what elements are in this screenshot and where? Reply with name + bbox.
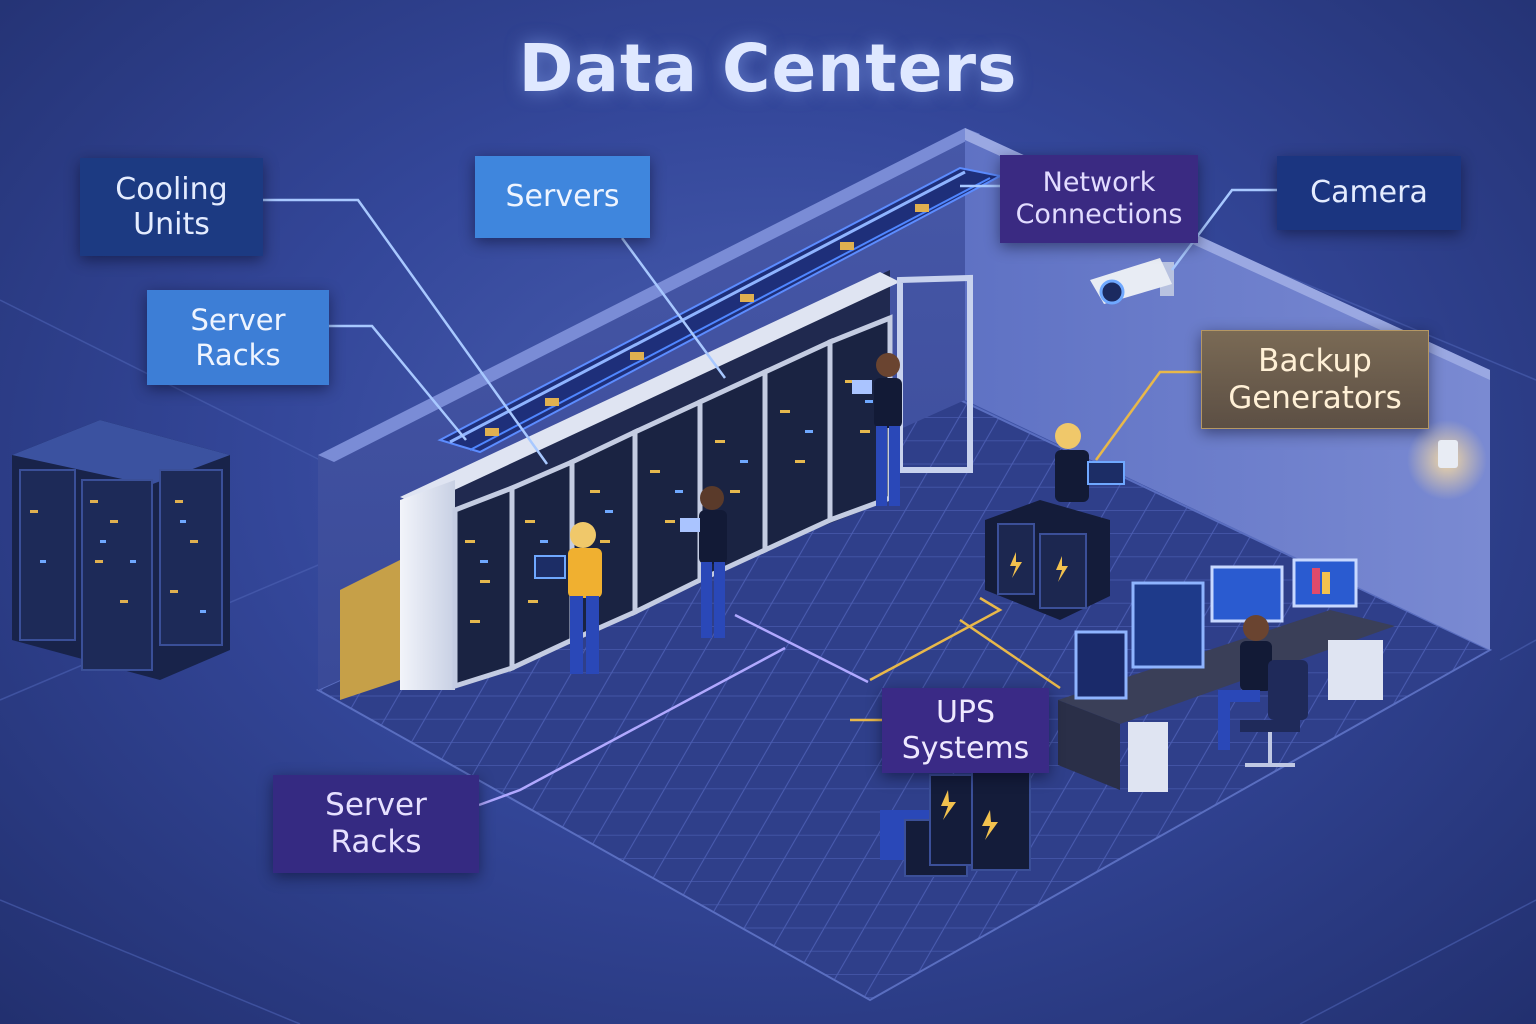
technician-yellow [534,522,602,674]
lightning-bolt-icon [982,810,998,840]
floor-cabling [734,596,1061,690]
backup-generator-units [985,500,1110,620]
label-ups-systems: UPS Systems [882,688,1049,773]
back-wall-top [318,128,980,462]
label-cooling-units: Cooling Units [80,158,263,256]
lightning-bolt-icon [1056,556,1068,582]
label-server-racks-bottom: Server Racks [273,775,479,873]
page-title: Data Centers [518,30,1018,107]
lightning-bolt-icon [941,790,956,820]
label-backup-generators: Backup Generators [1201,330,1429,429]
leader-server-racks-top [329,324,467,441]
technicians [534,353,1125,674]
ups-units [880,769,1031,877]
leader-cooling-units [263,198,549,465]
leader-camera [1171,188,1277,271]
control-desk [1058,558,1395,792]
left-rack-cluster [12,420,230,680]
wall-lamp [1407,420,1487,500]
operator [1218,615,1272,750]
cable-tray [437,166,1003,454]
callout-leader-lines [263,184,1277,807]
leader-servers [620,237,727,379]
label-server-racks-top: Server Racks [147,290,329,385]
leader-backup-generators [1094,370,1201,461]
monitors [1074,558,1358,700]
rack-leds [465,380,870,623]
lightning-bolt-icon [1010,552,1022,578]
technician-center [680,486,727,638]
label-servers: Servers [475,156,650,238]
security-camera-icon [1090,258,1174,305]
leader-server-racks-bottom [478,646,786,807]
label-camera: Camera [1277,156,1461,230]
doorway-gap [340,560,400,700]
office-chair [1240,660,1308,767]
technician-generator [1055,423,1125,502]
technician-right [852,353,902,506]
label-network-connections: Network Connections [1000,155,1198,243]
